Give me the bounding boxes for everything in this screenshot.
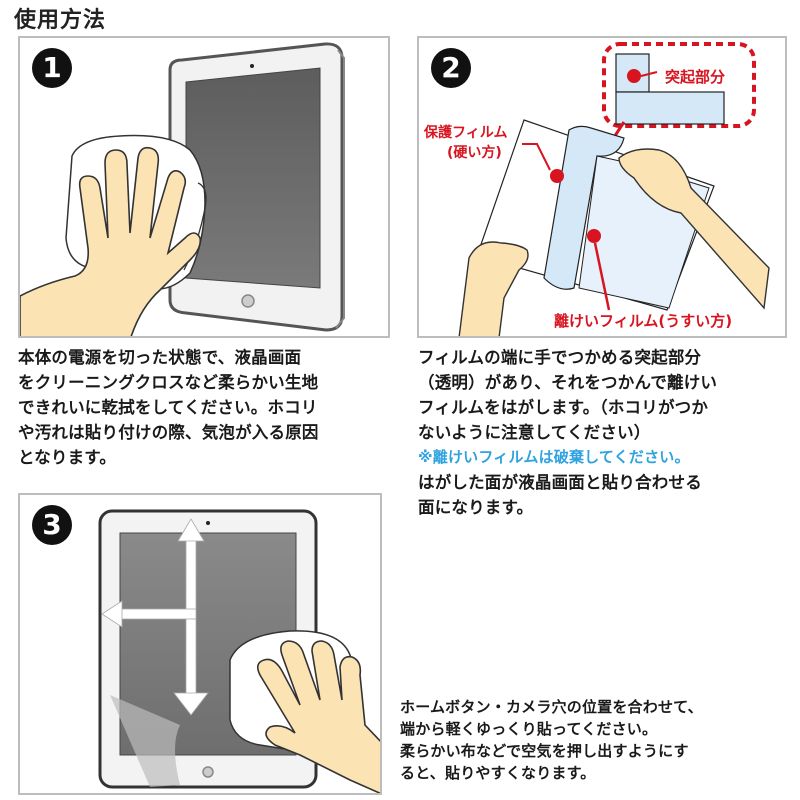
step-1-line: できれいに乾拭をしてください。ホコリ	[18, 398, 318, 417]
step-2-line: ないように注意してください）	[418, 423, 651, 442]
step-3-line: ホームボタン・カメラ穴の位置を合わせて、	[400, 698, 703, 716]
step-1-illustration-panel: 1	[18, 36, 390, 338]
discard-film-note: ※離けいフィルムは破棄してください。	[418, 448, 690, 466]
film-peel-illustration	[458, 42, 770, 336]
step-1-line: 本体の電源を切った状態で、液晶画面	[18, 348, 302, 367]
step-1-line: をクリーニングクロスなど柔らかい生地	[18, 373, 319, 392]
step-3-line: ると、貼りやすくなります。	[400, 764, 596, 782]
step-2-line: 面になります。	[418, 498, 534, 517]
step-2-badge: 2	[431, 48, 471, 88]
step-3-badge: 3	[32, 505, 72, 545]
direction-arrows	[101, 518, 209, 716]
step-3-illustration-panel: 3	[18, 493, 382, 795]
home-button-icon	[202, 766, 214, 778]
tablet-apply-illustration	[98, 509, 380, 793]
step-1-description: 本体の電源を切った状態で、液晶画面 をクリーニングクロスなど柔らかい生地 できれ…	[18, 345, 398, 470]
step-1-line: や汚れは貼り付けの際、気泡が入る原因	[18, 423, 319, 442]
release-film-label: 離けいフィルム(うすい方)	[554, 312, 733, 330]
step-2-line: フィルムをはがします。（ホコリがつか	[418, 398, 709, 417]
protective-film-label: 保護フィルム	[424, 125, 508, 141]
tablet-wipe-illustration	[20, 42, 345, 336]
step-3-description: ホームボタン・カメラ穴の位置を合わせて、 端から軽くゆっくり貼ってください。 柔…	[400, 696, 795, 784]
step-2-line: はがした面が液晶画面と貼り合わせる	[418, 473, 702, 492]
step-2-line: （透明）があり、それをつかんで離けい	[418, 373, 718, 392]
step-3-line: 柔らかい布などで空気を押し出すようにす	[400, 742, 689, 760]
protrusion-label: 突起部分	[665, 68, 726, 86]
home-button-icon	[241, 294, 255, 308]
step-3-line: 端から軽くゆっくり貼ってください。	[400, 720, 658, 738]
protective-film-sub-label: (硬い方)	[447, 145, 502, 161]
step-2-illustration-panel: 2 突起部分 保護フィルム (硬い方) 離けいフィルム(うすい方)	[417, 36, 787, 338]
step-2-line: フィルムの端に手でつかめる突起部分	[418, 348, 702, 367]
camera-dot	[250, 64, 254, 68]
step-1-badge: 1	[32, 48, 72, 88]
step-1-line: となります。	[18, 448, 117, 467]
step-2-description: フィルムの端に手でつかめる突起部分 （透明）があり、それをつかんで離けい フィル…	[418, 345, 793, 520]
page-title: 使用方法	[14, 8, 107, 33]
